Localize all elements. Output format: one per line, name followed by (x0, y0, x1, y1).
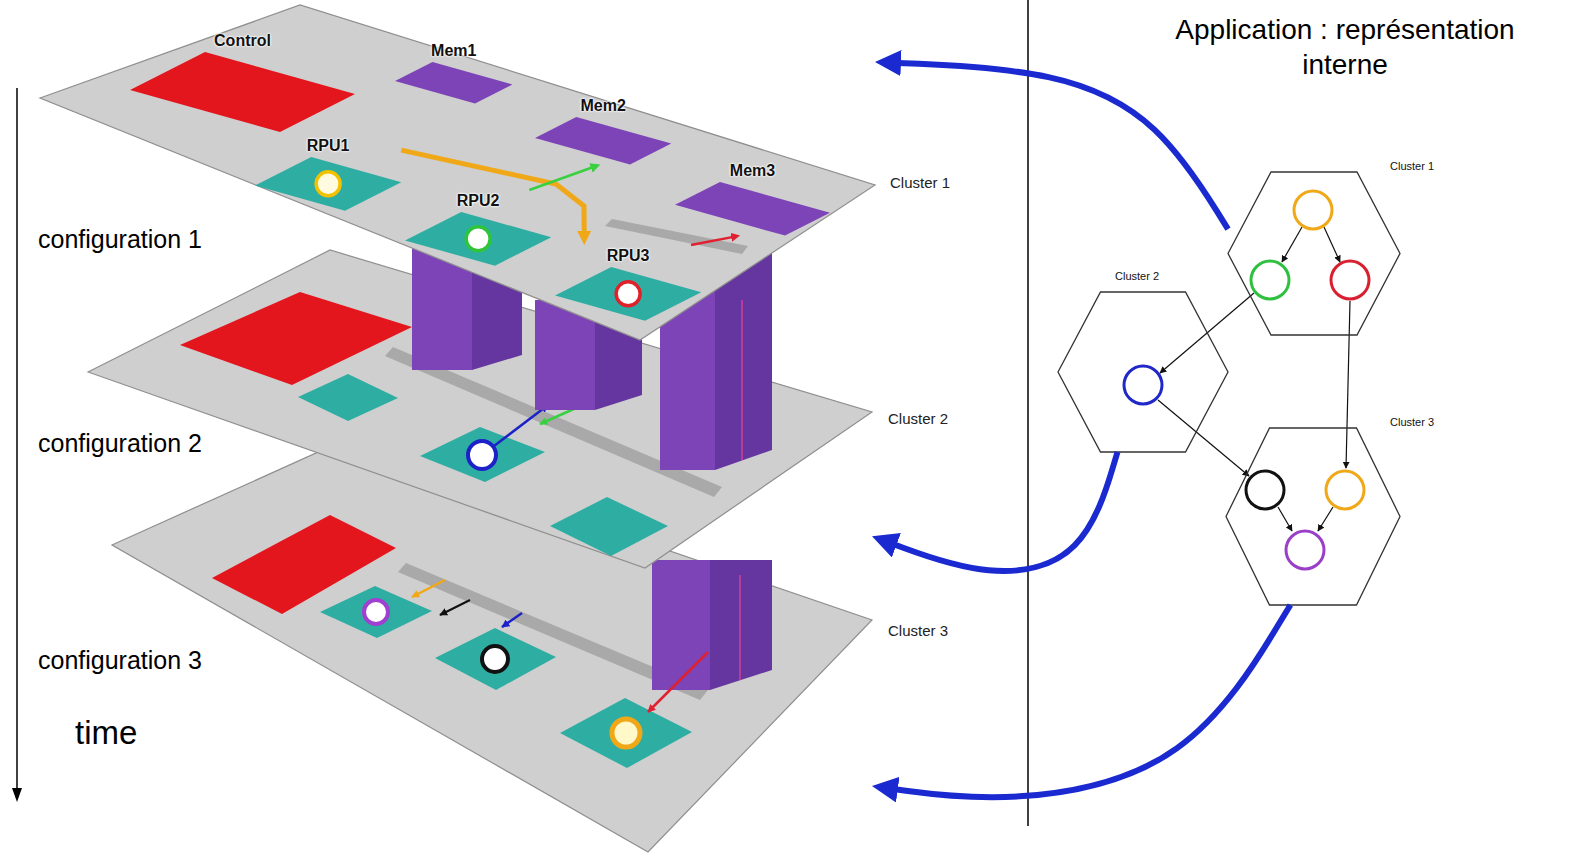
hardware-unit: Mem1 (395, 40, 513, 103)
task-circle (1294, 191, 1332, 229)
task-circle (466, 227, 490, 251)
task-circle (1286, 531, 1324, 569)
time-axis (16, 88, 18, 790)
axis-label: time (72, 712, 140, 753)
drawing-part (1318, 507, 1333, 531)
drawing-part (1346, 301, 1350, 468)
hexagon-outline (1058, 292, 1228, 452)
node-shape (255, 157, 401, 211)
cluster-hexagon: Cluster 3 (1226, 428, 1400, 605)
hexagon-outline (1226, 428, 1400, 605)
task-circle (1246, 471, 1284, 509)
drawing-part (1124, 366, 1162, 404)
label-box: configuration 2 (35, 428, 205, 459)
cluster-label: Cluster 2 (1115, 270, 1159, 282)
cluster-label: Cluster 3 (1390, 416, 1434, 428)
dependency-arrows (1158, 227, 1350, 531)
hexagon-outline (1228, 172, 1400, 335)
hardware-unit: Control (130, 30, 355, 132)
drawing-part (88, 240, 872, 568)
drawing-part (1278, 507, 1292, 531)
data-link (401, 150, 584, 236)
drawing-part (40, 5, 875, 340)
unit-shape (395, 62, 513, 103)
unit-shape (555, 267, 701, 321)
label-box: configuration 1 (35, 224, 205, 255)
unit-label: Mem3 (675, 160, 830, 182)
unit-label: RPU2 (405, 190, 551, 212)
task-circle (1326, 471, 1364, 509)
label-box: time (72, 712, 140, 753)
cluster-label: Cluster 1 (890, 174, 950, 191)
divider-line (1027, 0, 1029, 826)
hardware-unit: Mem3 (675, 160, 830, 236)
unit-label: Mem1 (395, 40, 513, 62)
drawing-part (1246, 471, 1364, 569)
hardware-unit: RPU1 (255, 135, 401, 211)
unit-shape (255, 157, 401, 211)
cluster-hexagon: Cluster 2 (1058, 292, 1228, 452)
mapping-arrow (891, 63, 1228, 229)
cluster-label: Cluster 1 (1390, 160, 1434, 172)
node-shape (535, 117, 671, 165)
hardware-unit: Mem2 (535, 95, 671, 165)
unit-shape (675, 182, 830, 236)
node-shape (395, 62, 513, 103)
node-shape (555, 267, 701, 321)
axis-label: configuration 3 (35, 645, 205, 676)
hardware-unit: RPU3 (555, 245, 701, 321)
unit-label: RPU1 (255, 135, 401, 157)
node-shape (88, 250, 872, 568)
task-circle (1124, 366, 1162, 404)
label-box: configuration 3 (35, 645, 205, 676)
node-shape (130, 52, 355, 132)
configuration-plane: Cluster 2 (88, 250, 872, 568)
task-circle (616, 282, 640, 306)
data-link (529, 167, 594, 190)
cluster-label: Cluster 2 (888, 410, 948, 427)
node-shape (675, 182, 830, 236)
task-circle (316, 172, 340, 196)
drawing-part (1282, 227, 1302, 262)
node-shape (1058, 292, 1228, 452)
node-shape (405, 212, 551, 266)
mapping-arrow (887, 605, 1290, 797)
drawing-part (1251, 191, 1369, 299)
plane-details (180, 240, 772, 556)
label-box: Application : représentation interne (1165, 12, 1525, 82)
unit-shape (405, 212, 551, 266)
cluster-label: Cluster 3 (888, 622, 948, 639)
cluster-hexagon: Cluster 1 (1228, 172, 1400, 335)
task-circle (1251, 261, 1289, 299)
unit-label: Control (130, 30, 355, 52)
unit-label: RPU3 (555, 245, 701, 267)
unit-label: Mem2 (535, 95, 671, 117)
mapping-arrow (887, 452, 1118, 571)
unit-shape (535, 117, 671, 165)
panel-title: Application : représentation interne (1165, 12, 1525, 82)
node-shape (1226, 428, 1400, 605)
drawing-part (1324, 227, 1340, 262)
hardware-unit: RPU2 (405, 190, 551, 266)
axis-label: configuration 1 (35, 224, 205, 255)
task-circle (1331, 261, 1369, 299)
node-shape (1228, 172, 1400, 335)
axis-label: configuration 2 (35, 428, 205, 459)
plane-surface (40, 5, 875, 340)
time-arrowhead (12, 788, 22, 802)
configuration-plane: Cluster 1ControlMem1Mem2Mem3RPU1RPU2RPU3 (40, 5, 875, 340)
drawing-part (1158, 400, 1249, 476)
data-link (691, 237, 735, 245)
plane-details (212, 515, 772, 768)
unit-shape (130, 52, 355, 132)
